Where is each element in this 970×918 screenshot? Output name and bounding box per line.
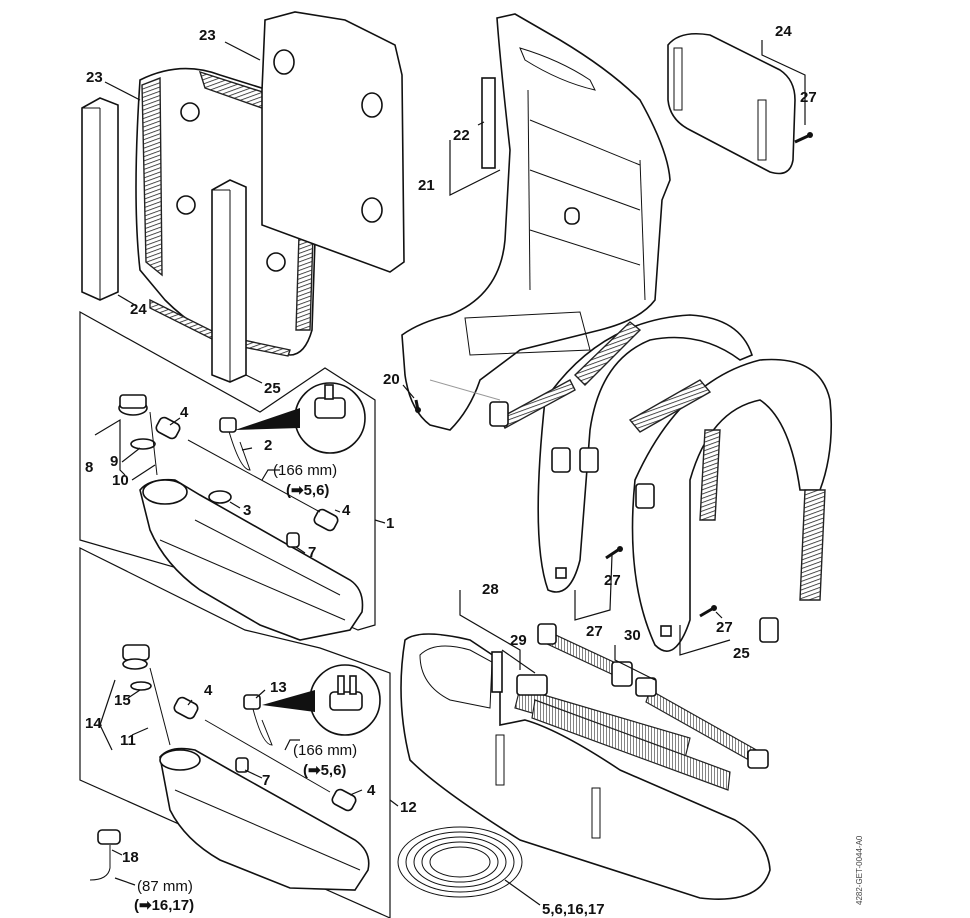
callout-26: 27 [586, 623, 603, 640]
valve-7-lower [235, 757, 249, 773]
hose-2 [187, 417, 321, 513]
belt-strap-29 [514, 674, 731, 791]
callout-23-right: 25 [264, 380, 281, 397]
callout-2: 2 [264, 437, 272, 454]
cover-plate-22 [261, 11, 405, 273]
callout-hose-refs: 5,6,16,17 [542, 901, 605, 918]
shoulder-strap-26 [489, 314, 753, 593]
callout-4-upper-b: 4 [342, 502, 351, 519]
callout-27-low: 27 [716, 619, 733, 636]
callout-20: 22 [453, 127, 470, 144]
tank-1 [139, 478, 364, 641]
hose-length-lower: (166 mm) [293, 742, 357, 759]
callout-21: 23 [86, 69, 103, 86]
hose-length-15: (87 mm) [137, 878, 193, 895]
callout-23-left: 24 [130, 301, 147, 318]
label-sticker-20 [481, 77, 496, 169]
valve-15 [89, 829, 121, 881]
drawing-reference-code: 4282-GET-0044-A0 [855, 835, 864, 905]
callout-4-lower-a: 4 [204, 682, 213, 699]
coiled-hose [397, 826, 523, 898]
callout-28: 28 [482, 581, 499, 598]
callout-25: 25 [733, 645, 750, 662]
callout-4-upper-a: 4 [180, 404, 189, 421]
filter-4-upper-b [313, 508, 339, 532]
callout-13: 14 [85, 715, 102, 732]
callout-7-lower: 7 [262, 772, 270, 789]
valve-7-upper [286, 532, 300, 548]
buckle-26-strap [537, 623, 633, 687]
callout-14: 15 [114, 692, 131, 709]
shoulder-strap-25 [605, 358, 833, 652]
tank-assembly-1-box [79, 310, 376, 631]
callout-7-upper: 7 [308, 544, 316, 561]
callout-19: 21 [418, 177, 435, 194]
callout-4-lower-b: 4 [367, 782, 376, 799]
tank-11 [159, 747, 370, 891]
callout-1: 1 [386, 515, 394, 532]
callout-10-upper: 10 [112, 472, 129, 489]
hose-12 [204, 694, 331, 793]
callout-27-top: 27 [800, 89, 817, 106]
belt-strap-30 [635, 677, 769, 769]
callout-15: 18 [122, 849, 139, 866]
detail-inset-lower [262, 664, 381, 736]
callout-30: 30 [624, 627, 641, 644]
tank-assembly-11-box [79, 547, 391, 918]
shoulder-pad-24 [667, 32, 813, 175]
callout-3: 3 [243, 502, 251, 519]
screw-27-low [699, 605, 717, 618]
callout-8: 8 [85, 459, 93, 476]
screw-27-top [794, 132, 813, 144]
grommet-3 [208, 490, 232, 504]
hose-ref-lower: (➡5,6) [303, 762, 346, 779]
tank-cap-8 [118, 394, 158, 476]
leader-lines [94, 40, 806, 906]
callout-18: 20 [383, 371, 400, 388]
tank-cap-13 [122, 644, 171, 746]
callout-27-mid: 27 [604, 572, 621, 589]
filter-4-lower-b [331, 788, 357, 812]
callout-29: 29 [510, 632, 527, 649]
hose-length-upper: (166 mm) [273, 462, 337, 479]
callout-12: 13 [270, 679, 287, 696]
screw-27-mid [605, 546, 623, 560]
hose-ref-15: (➡16,17) [134, 897, 194, 914]
detail-inset-upper [235, 382, 366, 454]
hose-ref-upper: (➡5,6) [286, 482, 329, 499]
callout-11: 12 [400, 799, 417, 816]
hip-belt-28 [400, 633, 771, 900]
filter-4-lower-a [173, 696, 199, 720]
callout-22: 23 [199, 27, 216, 44]
foam-strip-23-right [211, 179, 247, 383]
back-plate-19 [401, 13, 671, 431]
screw-18 [414, 399, 421, 413]
callout-10-lower: 11 [120, 732, 136, 749]
callout-9: 9 [110, 453, 118, 470]
foam-strip-23-left [81, 97, 119, 301]
callout-24: 24 [775, 23, 792, 40]
